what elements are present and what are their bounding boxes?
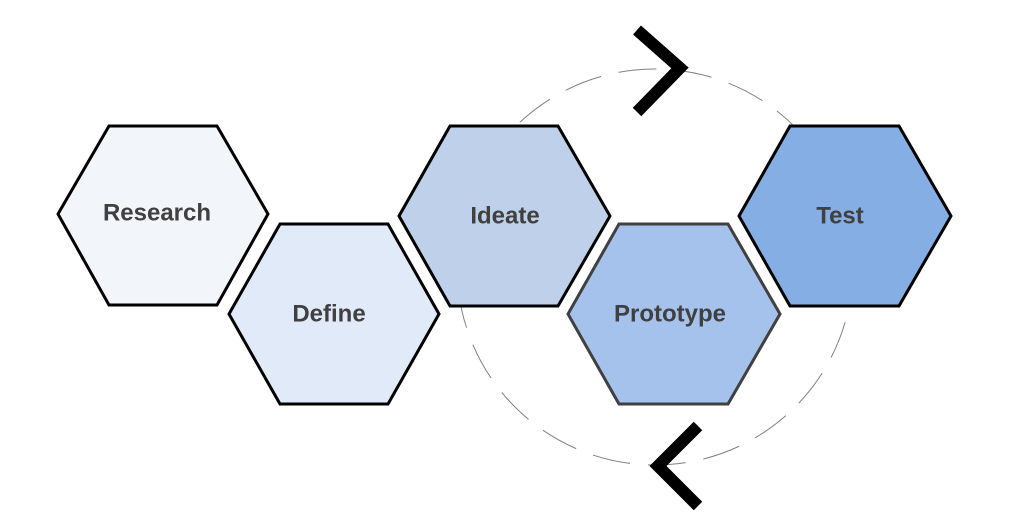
stage-define: Define [227, 222, 441, 406]
stage-test-label: Test [816, 203, 864, 230]
stage-prototype-label: Prototype [614, 301, 726, 328]
stage-ideate-label: Ideate [470, 203, 539, 230]
stage-test: Test [737, 124, 953, 308]
cycle-arrow-bottom-icon [649, 421, 703, 511]
stage-ideate-hexagon [397, 124, 612, 308]
stage-define-hexagon [227, 222, 441, 406]
stage-research: Research [56, 124, 270, 307]
stage-define-label: Define [292, 301, 365, 328]
cycle-arrow-top-icon [632, 25, 689, 117]
stage-prototype: Prototype [566, 222, 782, 406]
stage-test-hexagon [737, 124, 953, 308]
stage-ideate: Ideate [397, 124, 612, 308]
stage-prototype-hexagon [566, 222, 782, 406]
stage-research-label: Research [103, 200, 211, 227]
stage-research-hexagon [56, 124, 270, 307]
